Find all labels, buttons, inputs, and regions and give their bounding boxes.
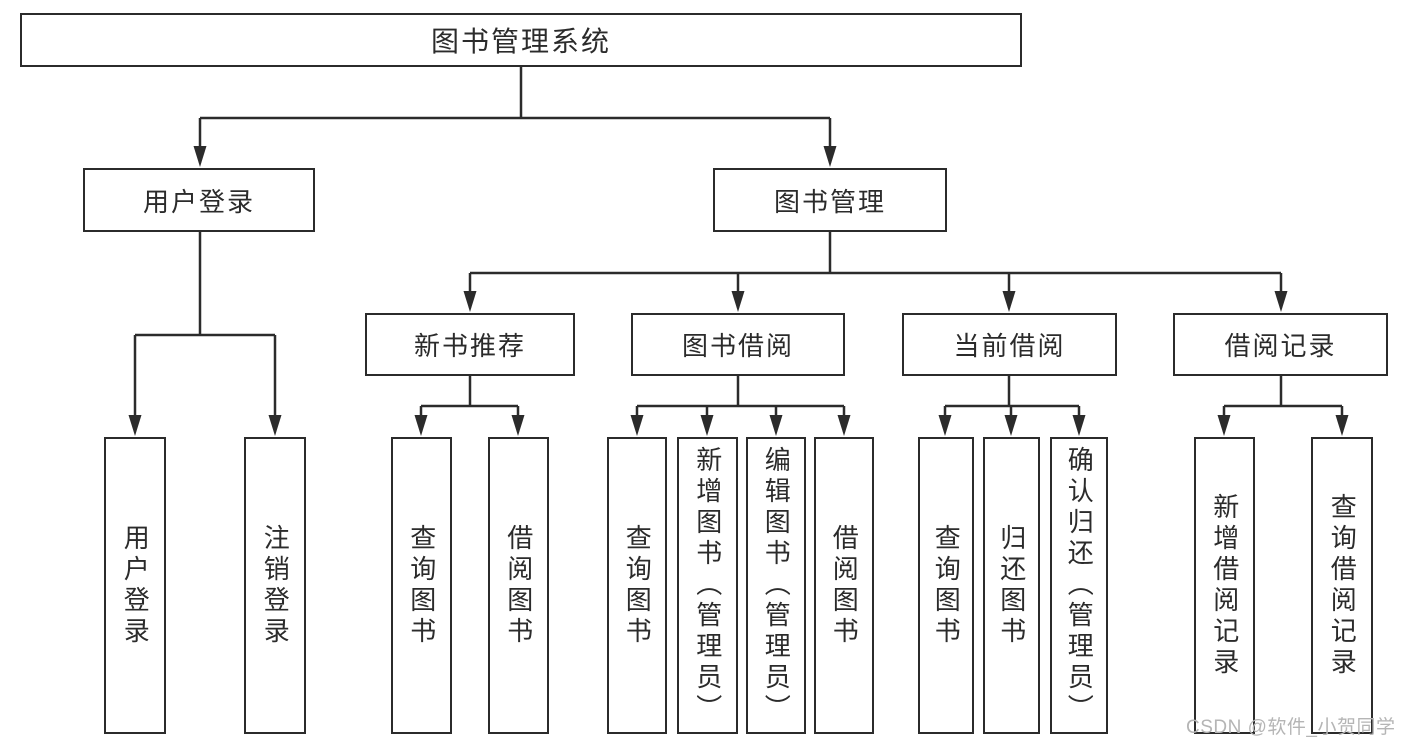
node-label: 当前借阅	[953, 331, 1066, 361]
node-label: 图书借阅	[681, 331, 794, 361]
node-label: 查询图书	[406, 523, 437, 648]
node-book-management: 图书管理	[713, 168, 947, 232]
leaf-search-borrow-record: 查询借阅记录	[1311, 437, 1373, 734]
leaf-confirm-return-admin: 确认归还（管理员）	[1050, 437, 1108, 734]
node-library-management-system: 图书管理系统	[20, 13, 1022, 67]
node-label: 借阅图书	[829, 523, 860, 648]
node-label: 借阅记录	[1224, 331, 1337, 361]
node-label: 新增图书（管理员）	[692, 446, 723, 725]
node-label: 图书管理系统	[430, 26, 611, 57]
leaf-borrow-books: 借阅图书	[488, 437, 549, 734]
node-new-book-recommendation: 新书推荐	[365, 313, 575, 376]
node-label: 用户登录	[120, 523, 151, 648]
node-label: 确认归还（管理员）	[1064, 446, 1095, 725]
node-book-borrowing: 图书借阅	[631, 313, 845, 376]
leaf-return-books: 归还图书	[983, 437, 1040, 734]
leaf-edit-books-admin: 编辑图书（管理员）	[746, 437, 806, 734]
watermark: CSDN @软件_小贺同学	[1186, 717, 1396, 738]
leaf-user-login: 用户登录	[104, 437, 166, 734]
node-label: 新书推荐	[413, 331, 526, 361]
node-borrowing-records: 借阅记录	[1173, 313, 1388, 376]
node-label: 新增借阅记录	[1209, 492, 1240, 679]
connector-arrowheads	[128, 146, 1349, 436]
leaf-search-books: 查询图书	[918, 437, 974, 734]
connector-lines	[133, 67, 1344, 420]
node-label: 编辑图书（管理员）	[761, 446, 792, 725]
leaf-logout: 注销登录	[244, 437, 306, 734]
leaf-borrow-books: 借阅图书	[814, 437, 874, 734]
node-label: 查询图书	[622, 523, 653, 648]
node-label: 图书管理	[773, 186, 886, 217]
leaf-add-borrow-record: 新增借阅记录	[1194, 437, 1255, 734]
node-label: 查询借阅记录	[1327, 492, 1358, 679]
node-label: 归还图书	[996, 523, 1027, 648]
leaf-add-books-admin: 新增图书（管理员）	[677, 437, 738, 734]
node-user-login: 用户登录	[83, 168, 315, 232]
node-label: 注销登录	[260, 523, 291, 648]
leaf-search-books: 查询图书	[391, 437, 452, 734]
node-label: 用户登录	[142, 186, 255, 217]
node-label: 查询图书	[931, 523, 962, 648]
node-label: 借阅图书	[503, 523, 534, 648]
node-current-borrowing: 当前借阅	[902, 313, 1117, 376]
leaf-search-books: 查询图书	[607, 437, 667, 734]
